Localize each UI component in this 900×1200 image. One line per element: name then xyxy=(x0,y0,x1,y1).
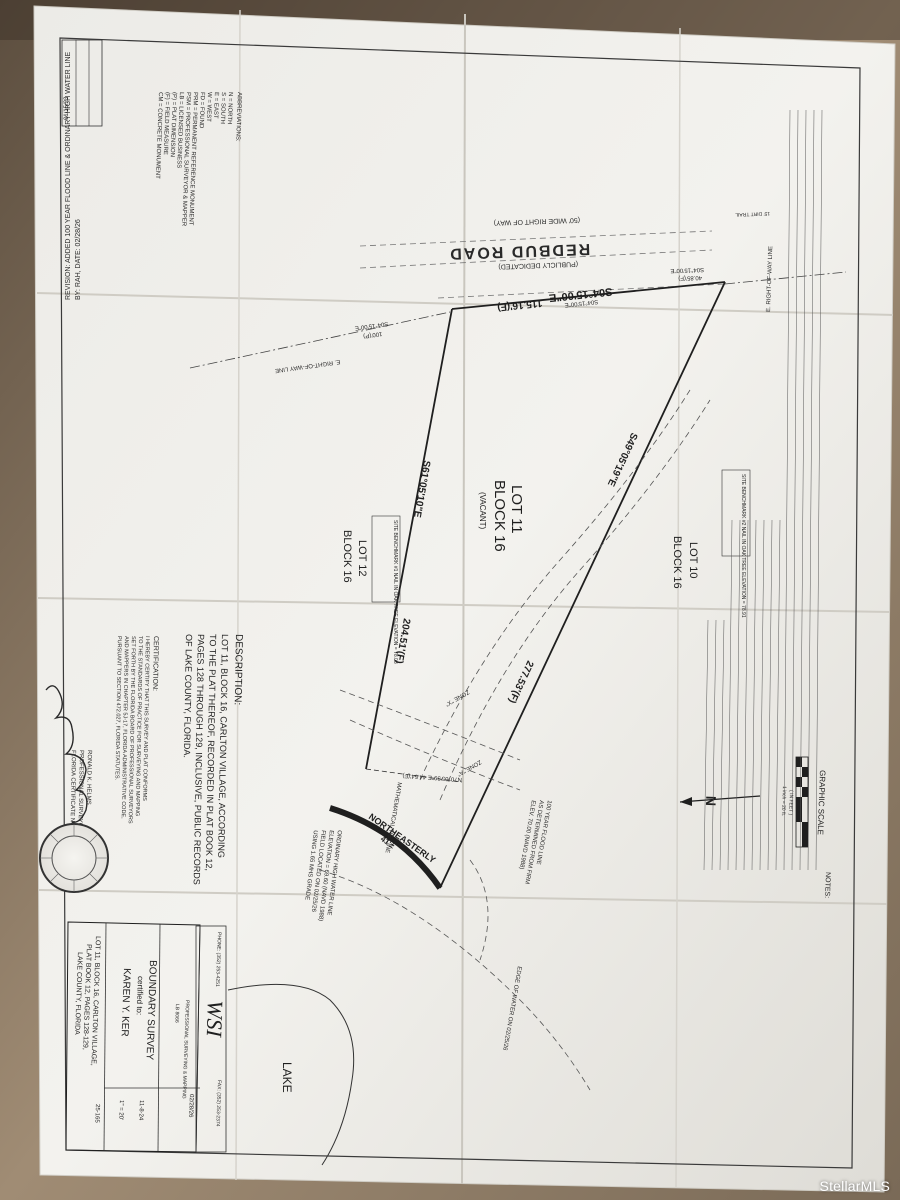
fold-crease xyxy=(675,27,681,1189)
bearing-row-b-dist: 100'(P) xyxy=(363,330,383,339)
abbrev-item: FD = FOUND xyxy=(198,92,205,129)
road-note: (PUBLICLY DEDICATED) xyxy=(498,260,578,270)
abbreviations-title: ABBREVIATIONS: xyxy=(234,92,242,142)
certification-line: AND MAPPERS IN CHAPTER 5J-17, FLORIDA AD… xyxy=(120,636,129,819)
certification-title: CERTIFICATION: xyxy=(151,636,159,691)
scale-title: GRAPHIC SCALE xyxy=(816,770,827,835)
survey-type: BOUNDARY SURVEY xyxy=(143,960,157,1061)
abbrev-item: N = NORTH xyxy=(226,92,233,125)
abbrev-item: LB = LICENSED BUSINESS xyxy=(175,92,184,168)
bearing-row-b: S04°15'00"E xyxy=(354,320,388,331)
revision-text: REVISION: ADDED 100 YEAR FLOOD LINE & OR… xyxy=(65,51,72,300)
abbrev-item: E = EAST xyxy=(212,92,219,119)
row-line-label: E. RIGHT-OF-WAY LINE xyxy=(766,246,774,312)
title-job: 25-165 xyxy=(93,1104,100,1124)
lot10-block: BLOCK 16 xyxy=(671,536,683,589)
watermark: StellarMLS xyxy=(819,1178,890,1194)
revision-block: 01/15/23 REVISION: ADDED 100 YEAR FLOOD … xyxy=(61,39,103,300)
description-line: OF LAKE COUNTY, FLORIDA. xyxy=(182,634,194,758)
bearing-north-plat: S04°15'00"E xyxy=(564,298,598,307)
bearing-row-a: S04°15'00"E xyxy=(670,266,704,273)
road-name: REDBUD ROAD xyxy=(448,240,591,262)
surveyor-name: RONALD K. HELMS xyxy=(85,750,92,805)
lot-vacant: (VACANT) xyxy=(478,492,487,530)
title-date: 02/28/26 xyxy=(187,1094,194,1118)
tie-line xyxy=(365,768,463,783)
property-boundary xyxy=(365,281,726,889)
benchmark-2-box xyxy=(721,469,751,557)
north-arrow-icon: N xyxy=(679,795,761,807)
scale-unit: ( IN FEET ) xyxy=(787,790,794,816)
client-name: KAREN Y. KER xyxy=(119,968,132,1037)
abbrev-item: (P) = PLAT DIMENSION xyxy=(169,92,177,157)
certified-to: certified to: xyxy=(135,976,145,1015)
abbrev-item: PSM = PROFESSIONAL SURVEYOR & MAPPER xyxy=(180,92,191,227)
company-logo: WSI xyxy=(202,1000,228,1039)
legal-line-1: LOT 11, BLOCK 16, CARLTON VILLAGE, xyxy=(89,936,101,1066)
lot-name: LOT 11 xyxy=(508,485,525,534)
company-lb: LB 8066 xyxy=(173,1004,180,1023)
lake-shoreline xyxy=(227,983,355,1166)
certification-line: SET FORTH BY THE FLORIDA BOARD OF PROFES… xyxy=(127,636,136,824)
lot12-name: LOT 12 xyxy=(356,540,368,577)
surveyor-title: PROFESSIONAL SURVEYOR & MAPPER xyxy=(76,750,84,865)
company-phone: PHONE: (352) 253-4251 xyxy=(214,932,222,987)
abbrev-item: CM = CONCRETE MONUMENT xyxy=(154,92,163,179)
revision-by: BY: RAH, DATE: 02/28/26 xyxy=(75,219,82,300)
certification-line: PURSUANT TO SECTION 472.027, FLORIDA STA… xyxy=(113,636,122,781)
fold-crease xyxy=(38,889,888,905)
surveyor-license: FLORIDA CERTIFICATE NO. 5407 xyxy=(68,750,76,844)
notes-title: NOTES: xyxy=(823,872,831,898)
abbrev-item: (F) = FIELD MEASURE xyxy=(162,92,170,155)
revision-row: 01/15/23 xyxy=(64,96,70,120)
certification-line: I HEREBY CERTIFY THAT THIS SURVEY AND PL… xyxy=(141,636,150,801)
legal-line-3: LAKE COUNTY, FLORIDA xyxy=(73,952,83,1035)
benchmark-1: SITE BENCHMARK #1 NAIL IN OAK TREE ELEVA… xyxy=(392,520,398,664)
lot10-name: LOT 10 xyxy=(687,542,699,579)
title-field-date: 11-8-24 xyxy=(137,1100,144,1121)
flood-lines xyxy=(319,389,711,1091)
company-sub: PROFESSIONAL SURVEYING & MAPPING xyxy=(181,1000,190,1099)
fold-crease xyxy=(36,292,894,316)
bearing-north-dist: 115.16'(F) xyxy=(497,297,543,313)
company-fax: FAX: (352) 253-2374 xyxy=(214,1080,222,1127)
certification: CERTIFICATION: I HEREBY CERTIFY THAT THI… xyxy=(68,636,159,865)
lot-block: BLOCK 16 xyxy=(491,480,508,552)
description-title: DESCRIPTION: xyxy=(232,634,244,705)
fold-crease xyxy=(235,9,241,1181)
seal-rays xyxy=(40,824,108,892)
abbrev-item: PRM = PERMANENT REFERENCE MONUMENT xyxy=(187,92,198,226)
abbrev-item: W = WEST xyxy=(205,92,212,122)
legal-line-2: PLAT BOOK 12, PAGES 128-129, xyxy=(81,944,92,1050)
scale-ratio: 1 inch = 20 ft. xyxy=(780,786,787,816)
lake-label: LAKE xyxy=(280,1062,294,1093)
tie-line-bearing: N70°05'39"E 44.54'(F) xyxy=(402,772,462,782)
ohw-arc xyxy=(329,805,443,890)
abbrev-item: S = SOUTH xyxy=(219,92,226,124)
title-block xyxy=(65,921,227,1153)
row-line xyxy=(724,271,847,285)
road-width: (50' WIDE RIGHT OF WAY) xyxy=(494,216,581,226)
benchmark-1-box xyxy=(371,515,401,603)
description: DESCRIPTION: LOT 11, BLOCK 16, CARLTON V… xyxy=(182,634,244,885)
drawing-border xyxy=(59,37,861,1169)
fold-crease xyxy=(461,13,466,1185)
scale-bar xyxy=(795,756,809,848)
benchmark-2: SITE BENCHMARK #2 NAIL IN OAK TREE ELEVA… xyxy=(740,474,746,618)
svg-text:N: N xyxy=(703,796,719,807)
abbreviations: ABBREVIATIONS: N = NORTH S = SOUTH E = E… xyxy=(154,92,242,227)
road-trail: 15' DIRT TRAIL xyxy=(735,210,770,217)
description-line: PAGES 128 THROUGH 129, INCLUSIVE, PUBLIC… xyxy=(192,634,206,885)
description-line: LOT 11, BLOCK 16, CARLTON VILLAGE, ACCOR… xyxy=(216,634,230,858)
fold-crease xyxy=(37,597,891,613)
title-scale: 1" = 20' xyxy=(117,1100,124,1120)
notes-lines xyxy=(703,109,823,871)
bearing-row-a-dist: 40.85'(F) xyxy=(678,274,702,281)
certification-line: TO THE STANDARDS OF PRACTICE FOR SURVEYI… xyxy=(134,636,143,816)
description-line: TO THE PLAT THEREOF, RECORDED IN PLAT BO… xyxy=(204,634,218,871)
lot12-block: BLOCK 16 xyxy=(341,530,353,583)
row-line xyxy=(189,311,451,369)
surveyor-signature xyxy=(45,685,88,823)
